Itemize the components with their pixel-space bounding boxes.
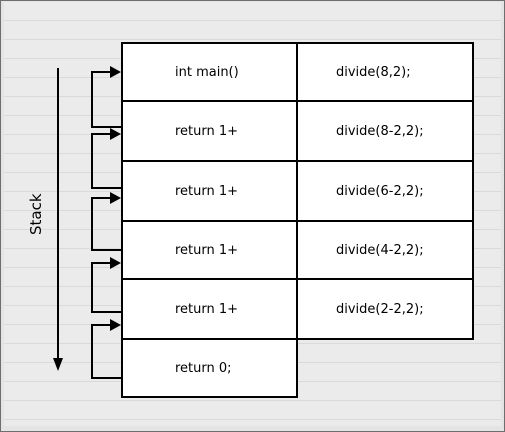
frame-2-left-text: return 1+: [175, 183, 239, 199]
frame-3-left-text: return 1+: [175, 242, 239, 258]
frame-1-right-text: divide(8-2,2);: [336, 123, 424, 139]
return-connector-4: [91, 262, 121, 313]
return-arrowhead-1: [110, 66, 121, 78]
return-connector-3: [91, 197, 121, 251]
return-arrowhead-4: [110, 257, 121, 269]
stack-frame-3-left: return 1+: [121, 220, 298, 280]
frame-1-left-text: return 1+: [175, 123, 239, 139]
return-connector-1: [91, 71, 121, 128]
stack-direction-arrowhead: [53, 358, 63, 371]
stack-frame-5-left: return 0;: [121, 338, 298, 398]
return-arrowhead-3: [110, 192, 121, 204]
frame-0-left-text: int main(): [175, 64, 239, 80]
frame-5-left-text: return 0;: [175, 360, 232, 376]
frame-2-right-text: divide(6-2,2);: [336, 183, 424, 199]
return-arrowhead-5: [110, 319, 121, 331]
frame-4-right-text: divide(2-2,2);: [336, 301, 424, 317]
frame-4-left-text: return 1+: [175, 301, 239, 317]
frame-0-right-text: divide(8,2);: [336, 64, 411, 80]
stack-frame-2-right: divide(6-2,2);: [296, 160, 474, 222]
return-connector-2: [91, 133, 121, 189]
return-arrowhead-2: [110, 128, 121, 140]
stack-frame-4-right: divide(2-2,2);: [296, 278, 474, 340]
frame-3-right-text: divide(4-2,2);: [336, 242, 424, 258]
return-connector-5: [91, 324, 121, 379]
stack-frame-0-right: divide(8,2);: [296, 42, 474, 102]
